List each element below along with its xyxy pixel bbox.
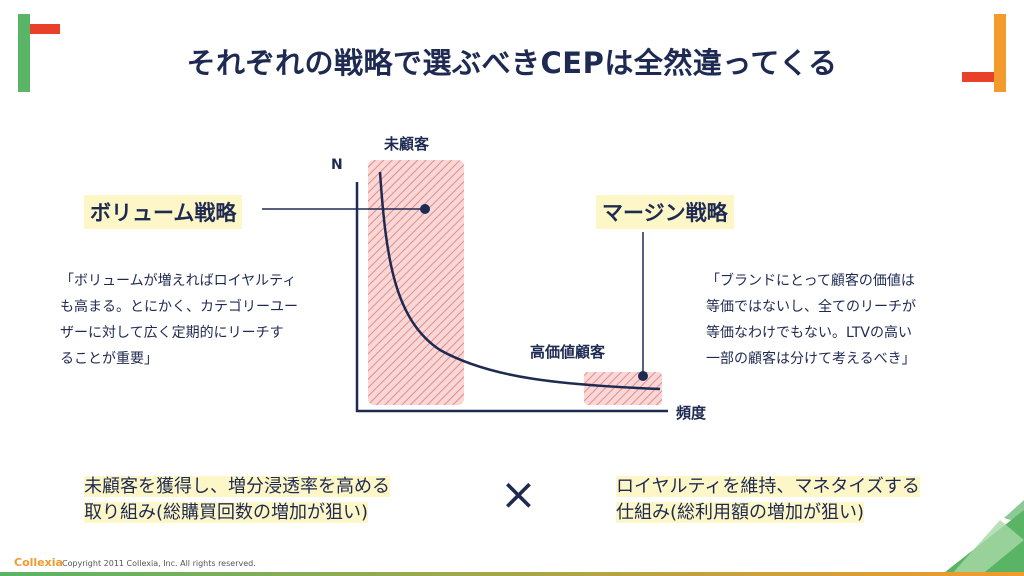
- quote-line: 「ブランドにとって顧客の価値は: [706, 273, 915, 289]
- quote-line: ザーに対して広く定期的にリーチす: [60, 325, 284, 341]
- company-logo: Collexia: [14, 556, 63, 569]
- copyright-text: Copyright 2011 Collexia, Inc. All rights…: [62, 559, 256, 568]
- label-high-value-customers: 高価値顧客: [530, 343, 606, 361]
- corner-deco-right-orange: [994, 14, 1006, 92]
- corner-deco-left-green: [18, 14, 30, 92]
- y-axis-label: N: [331, 157, 343, 173]
- summary-line: ロイヤルティを維持、マネタイズする: [616, 476, 920, 497]
- quote-line: 等価なわけでもない。LTVの高い: [706, 325, 913, 341]
- label-non-customers: 未顧客: [384, 135, 430, 153]
- corner-deco-right-red: [962, 72, 994, 82]
- quote-line: 一部の顧客は分けて考えるべき」: [706, 351, 916, 367]
- margin-summary: ロイヤルティを維持、マネタイズする 仕組み(総利用額の増加が狙い): [616, 474, 920, 526]
- summary-line: 仕組み(総利用額の増加が狙い): [616, 502, 865, 523]
- quote-line: も高まる。とにかく、カテゴリーユー: [60, 299, 298, 315]
- volume-strategy-label: ボリューム戦略: [84, 195, 243, 229]
- x-axis-label: 頻度: [676, 404, 707, 422]
- corner-deco-triangles: [940, 500, 1024, 576]
- quote-line: ることが重要」: [60, 351, 158, 367]
- distribution-curve: [378, 171, 661, 391]
- margin-strategy-quote: 「ブランドにとって顧客の価値は 等価ではないし、全てのリーチが 等価なわけでもな…: [706, 268, 1006, 372]
- summary-line: 未顧客を獲得し、増分浸透率を高める: [84, 476, 390, 497]
- point-margin: [638, 371, 648, 381]
- quote-line: 等価ではないし、全てのリーチが: [706, 299, 916, 315]
- page-title: それぞれの戦略で選ぶべきCEPは全然違ってくる: [186, 46, 838, 80]
- footer-rule: [0, 572, 1024, 576]
- point-volume: [420, 204, 430, 214]
- volume-strategy-quote: 「ボリュームが増えればロイヤルティ も高まる。とにかく、カテゴリーユー ザーに対…: [60, 268, 350, 372]
- times-symbol: ×: [500, 469, 537, 520]
- margin-strategy-label: マージン戦略: [596, 195, 734, 229]
- corner-deco-left-red: [30, 24, 60, 34]
- quote-line: 「ボリュームが増えればロイヤルティ: [60, 273, 297, 289]
- volume-summary: 未顧客を獲得し、増分浸透率を高める 取り組み(総購買回数の増加が狙い): [84, 474, 390, 526]
- summary-line: 取り組み(総購買回数の増加が狙い): [84, 502, 369, 523]
- region-non-customers: [368, 160, 464, 405]
